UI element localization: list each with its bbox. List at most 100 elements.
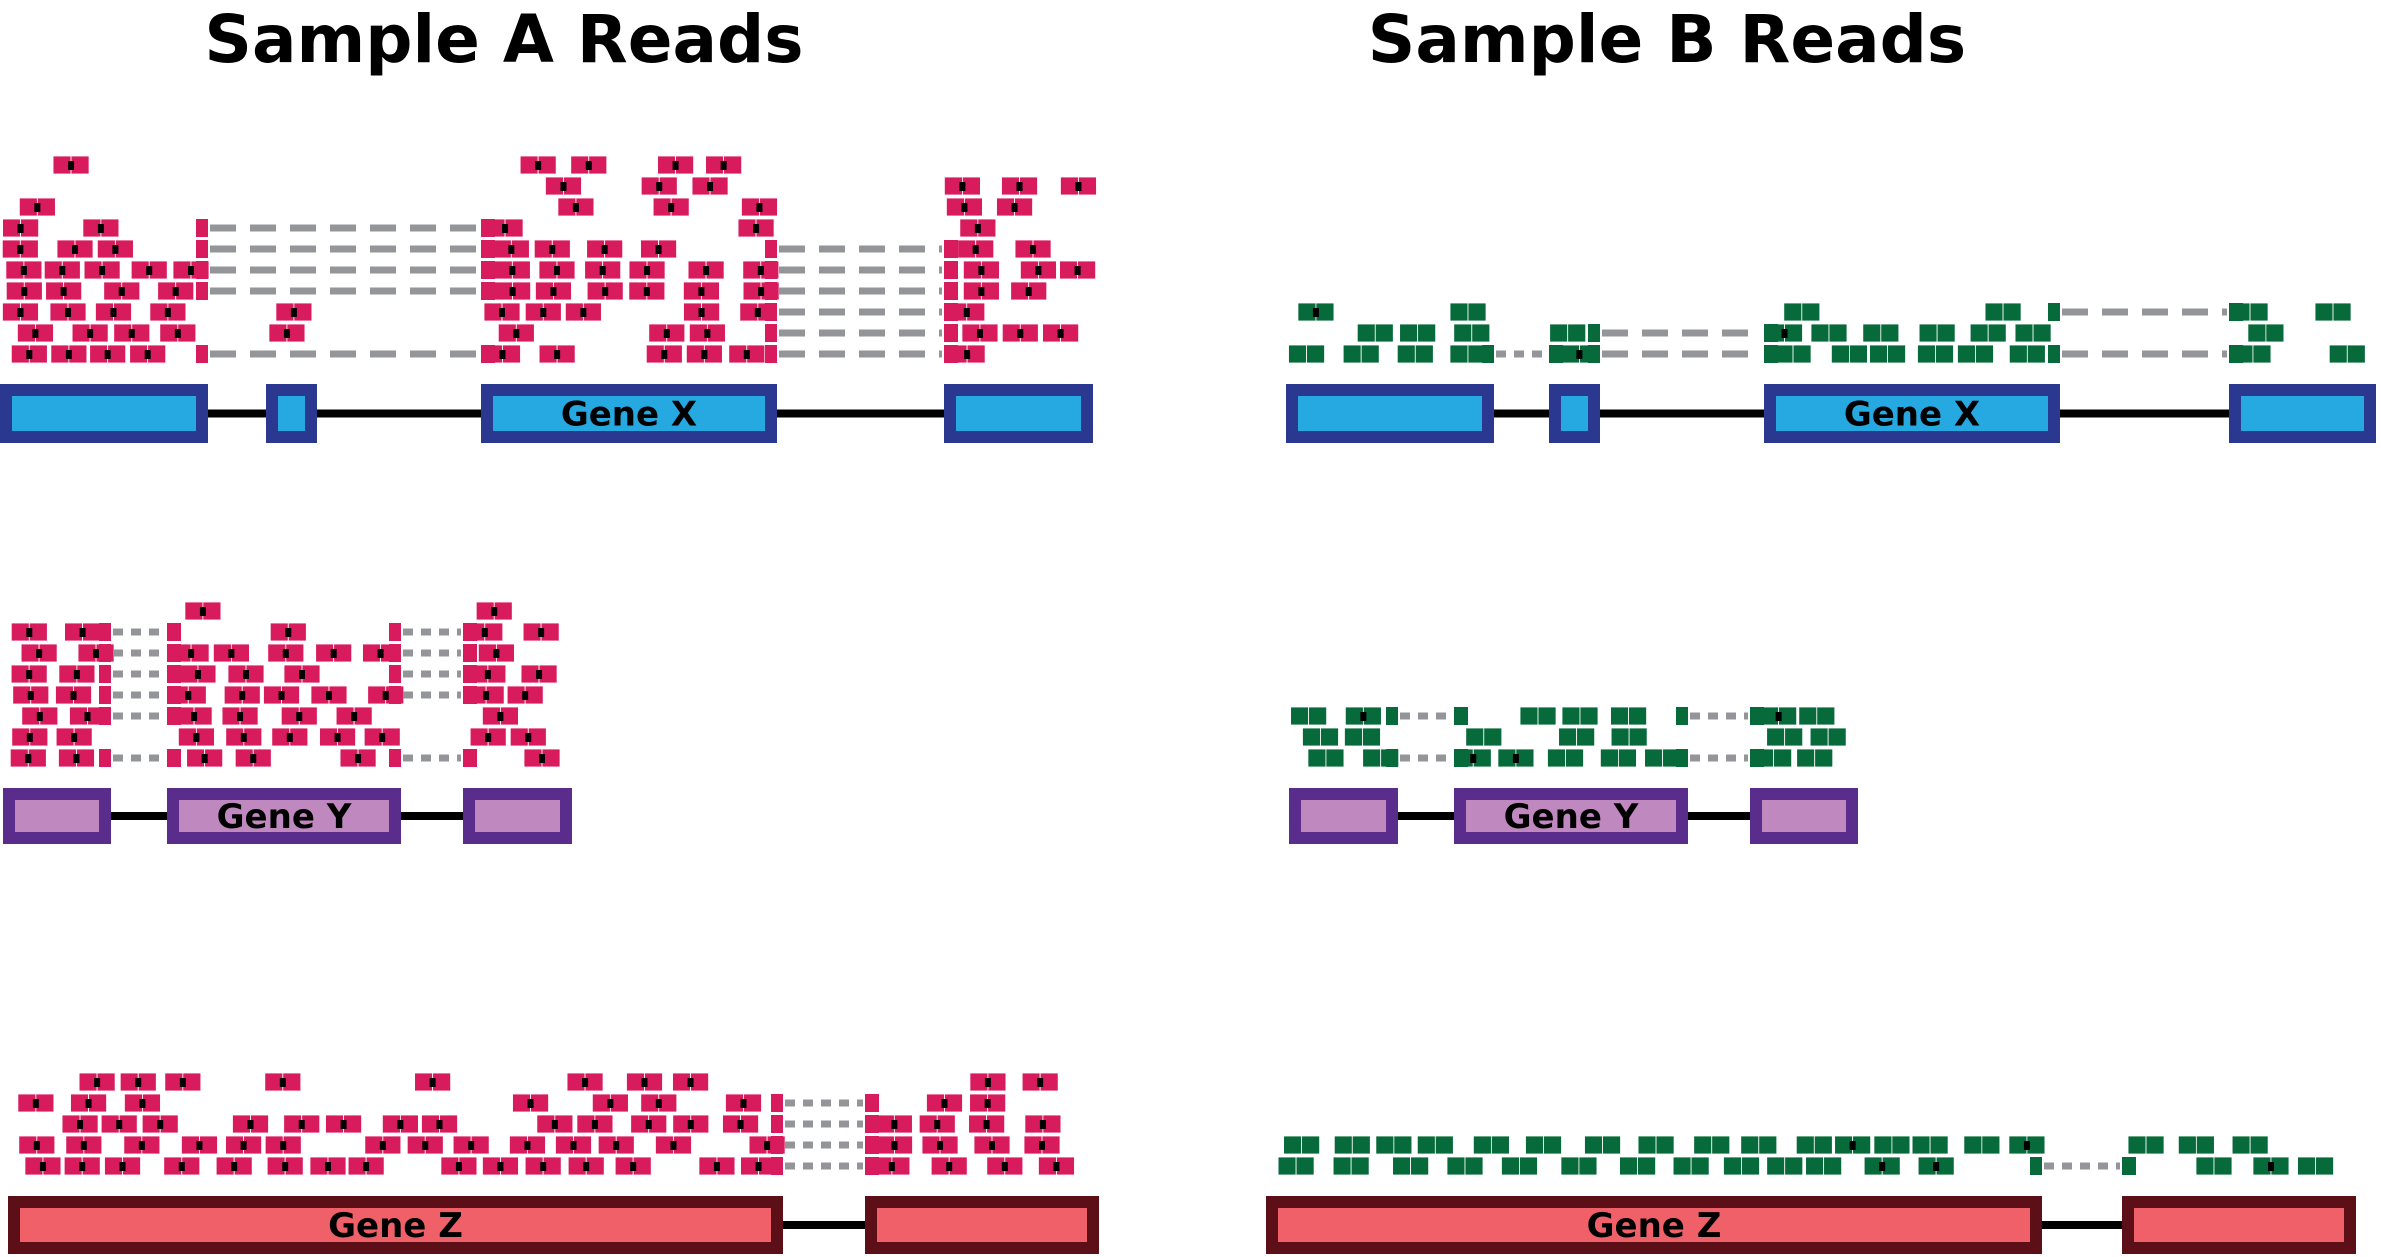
junction-read [196, 219, 495, 237]
read-mark [599, 266, 606, 275]
read [482, 706, 519, 726]
exon [865, 1196, 1099, 1254]
read [1059, 260, 1097, 280]
read-segment [1519, 706, 1539, 726]
intron-line [401, 812, 463, 820]
read-segment [1362, 748, 1382, 768]
read [223, 685, 261, 705]
read-segment [1628, 706, 1647, 726]
read-segment [1796, 748, 1816, 768]
read-mark [422, 1141, 429, 1150]
read-segment [1375, 1135, 1395, 1155]
junction-read [389, 665, 477, 683]
read [873, 1156, 911, 1176]
read-segment [1810, 323, 1830, 343]
read [335, 706, 373, 726]
read-segment [1784, 727, 1804, 747]
read [1963, 1135, 2001, 1155]
read [123, 1135, 161, 1155]
read-mark [972, 245, 979, 254]
read-mark [32, 1099, 39, 1108]
junction-read [99, 644, 181, 662]
read-segment [1827, 727, 1847, 747]
read [509, 727, 547, 747]
read-mark [185, 691, 192, 700]
read [17, 323, 54, 343]
read [184, 601, 222, 621]
read-mark [286, 733, 293, 742]
read [566, 1072, 604, 1092]
read-segment [1693, 1135, 1713, 1155]
read [969, 1093, 1007, 1113]
read-mark [703, 266, 710, 275]
read [1561, 706, 1599, 726]
gene-label: Gene X [561, 395, 697, 435]
read [452, 1135, 490, 1155]
read-mark [93, 649, 100, 658]
read-mark [535, 161, 542, 170]
read [1356, 323, 1394, 343]
read-mark [1025, 287, 1032, 296]
read [524, 1156, 562, 1176]
read-mark [539, 754, 546, 763]
read-mark [33, 1141, 40, 1150]
read [648, 323, 686, 343]
junction-read [2048, 303, 2243, 321]
read [959, 218, 997, 238]
read-mark [554, 266, 561, 275]
read-mark [128, 329, 135, 338]
read [58, 748, 95, 768]
read [926, 1093, 963, 1113]
read-segment [765, 282, 777, 300]
read-segment [1637, 1135, 1657, 1155]
read [875, 1114, 913, 1134]
read-mark [560, 182, 567, 191]
read-mark [602, 287, 609, 296]
read [1, 239, 39, 259]
read [234, 748, 272, 768]
read-segment [1549, 345, 1563, 363]
read-mark [502, 224, 509, 233]
read-mark [976, 329, 983, 338]
read [267, 643, 305, 663]
read-mark [934, 1120, 941, 1129]
read [1283, 1135, 1321, 1155]
read-segment [1417, 323, 1437, 343]
read-mark [540, 308, 547, 317]
read-segment [1464, 1156, 1484, 1176]
read [310, 685, 348, 705]
read [523, 748, 561, 768]
read-mark [26, 733, 33, 742]
read [2252, 1156, 2290, 1176]
read-mark [71, 733, 78, 742]
read-mark [645, 1120, 652, 1129]
read [741, 197, 778, 217]
read-segment [765, 324, 777, 342]
read [506, 685, 544, 705]
read-mark [164, 308, 171, 317]
read-mark [25, 754, 32, 763]
read [1795, 1135, 1833, 1155]
read-mark [68, 161, 75, 170]
read-segment [1823, 1156, 1843, 1176]
read [688, 323, 726, 343]
read [1396, 344, 1434, 364]
read [545, 176, 582, 196]
read [271, 727, 309, 747]
read-mark [325, 691, 332, 700]
gene-track-gene-z: Gene Z [8, 1072, 1099, 1254]
read-mark [764, 1141, 771, 1150]
read-segment [1891, 1135, 1911, 1155]
read [1918, 323, 1956, 343]
read-mark [668, 203, 675, 212]
read [524, 302, 562, 322]
read [1873, 1135, 1911, 1155]
read-segment [1449, 344, 1469, 364]
read [264, 1135, 302, 1155]
read [522, 622, 560, 642]
read [557, 197, 595, 217]
read-mark [139, 1099, 146, 1108]
read-mark [585, 161, 592, 170]
intron-line [777, 409, 944, 418]
